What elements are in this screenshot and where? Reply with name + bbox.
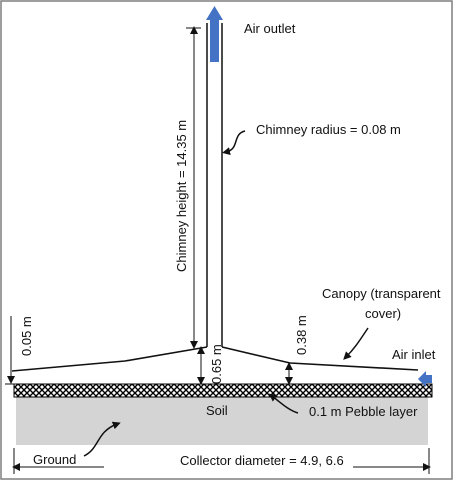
- ground-pointer: [83, 421, 121, 457]
- soil-label: Soil: [206, 403, 228, 418]
- pebble-pointer: [268, 393, 299, 414]
- canopy-left: [11, 346, 208, 372]
- chimney-radius-pointer: [222, 130, 246, 156]
- pebble-layer: [13, 383, 433, 398]
- center-height-label: 0.65 m: [209, 344, 224, 384]
- canopy-label-line1: Canopy (transparent: [322, 286, 441, 301]
- ground-label: Ground: [33, 452, 76, 467]
- air-inlet-label: Air inlet: [392, 347, 436, 362]
- chimney-radius-label: Chimney radius = 0.08 m: [256, 122, 401, 137]
- canopy-label-line2: cover): [365, 306, 401, 321]
- pebble-layer-label: 0.1 m Pebble layer: [309, 404, 418, 419]
- collector-diameter-label: Collector diameter = 4.9, 6.6: [180, 453, 344, 468]
- right-height-label: 0.38 m: [294, 315, 309, 355]
- air-outlet-arrow: [206, 6, 223, 62]
- air-inlet-arrow: [418, 371, 432, 387]
- chimney-height-label: Chimney height = 14.35 m: [174, 120, 189, 272]
- canopy-pointer: [343, 327, 369, 360]
- canopy-right: [221, 346, 419, 371]
- soil-region: [16, 397, 428, 445]
- air-outlet-label: Air outlet: [244, 21, 296, 36]
- left-height-label: 0.05 m: [19, 316, 34, 356]
